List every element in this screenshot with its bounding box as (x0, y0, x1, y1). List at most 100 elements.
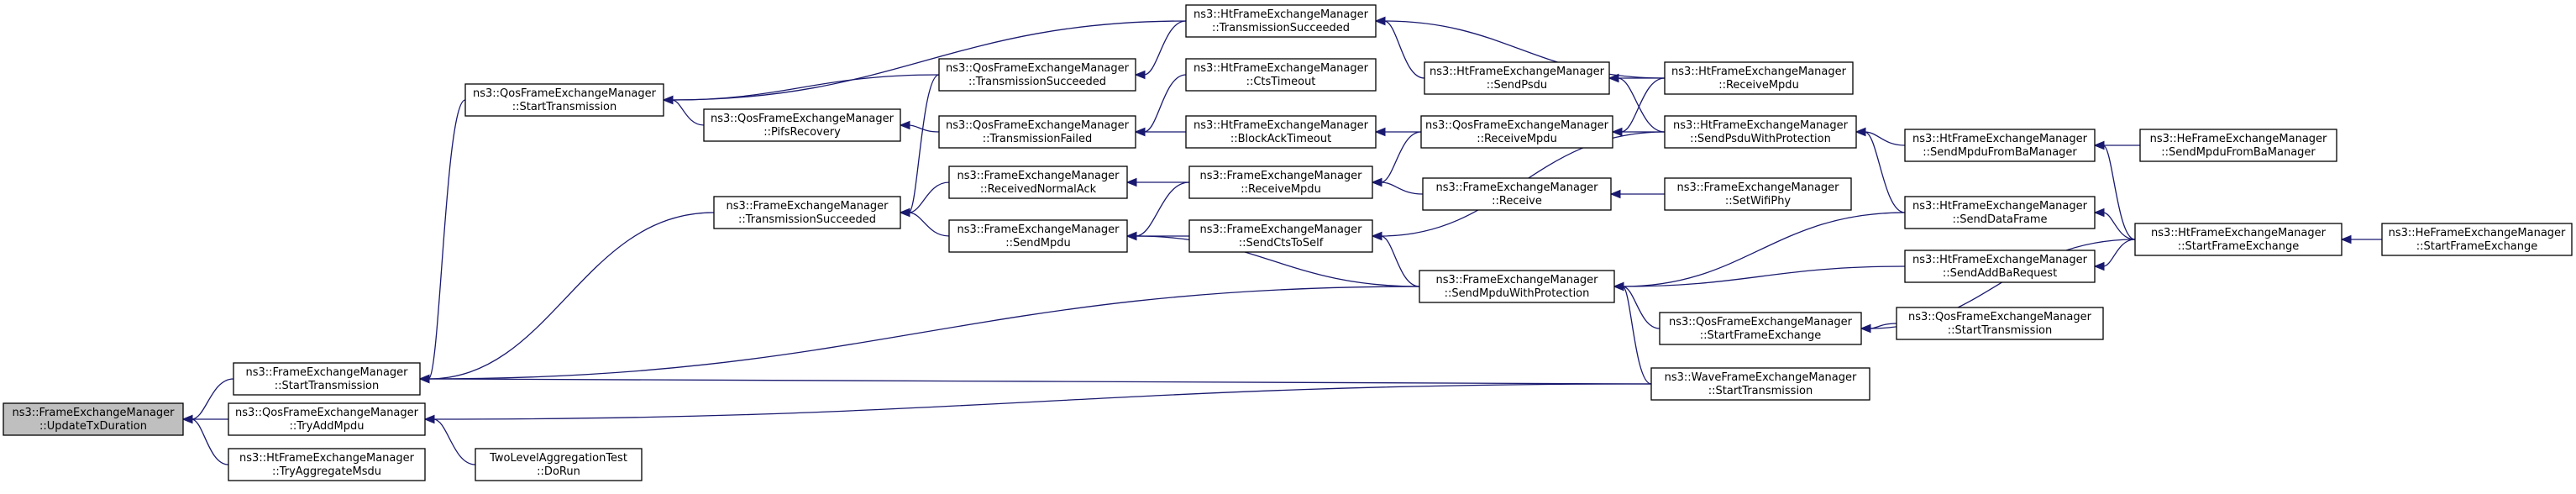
node-he-fromba[interactable]: ns3::HeFrameExchangeManager::SendMpduFro… (2139, 129, 2337, 162)
edge-ht-recvmpdu-to-qos-recvmpdu (1620, 77, 1666, 133)
node-box[interactable] (2381, 223, 2573, 256)
edge-ht-startfe-to-ht-fromba (2102, 145, 2136, 240)
edge-ht-cts-to-qos-txfail (1143, 74, 1187, 133)
node-method-label: ::PifsRecovery (763, 126, 841, 139)
node-he-startfe[interactable]: ns3::HeFrameExchangeManager::StartFrameE… (2381, 223, 2573, 256)
node-box[interactable] (1664, 177, 1852, 211)
node-qos-txsucc[interactable]: ns3::QosFrameExchangeManager::Transmissi… (938, 58, 1136, 92)
edge-wave-start-to-qos-tryadd (433, 383, 1652, 420)
arrowhead (1134, 70, 1146, 80)
node-box[interactable] (1188, 166, 1373, 199)
node-ht-fromba[interactable]: ns3::HtFrameExchangeManager::SendMpduFro… (1904, 129, 2096, 162)
node-fem-recvmpdu[interactable]: ns3::FrameExchangeManager::ReceiveMpdu (1188, 166, 1373, 199)
node-box[interactable] (1185, 115, 1377, 149)
node-box[interactable] (1896, 307, 2104, 340)
node-box[interactable] (1664, 61, 1854, 95)
node-qos-pifs[interactable]: ns3::QosFrameExchangeManager::PifsRecove… (703, 108, 901, 142)
node-fem-receive[interactable]: ns3::FrameExchangeManager::Receive (1422, 177, 1612, 211)
node-box[interactable] (1419, 270, 1615, 303)
node-box[interactable] (938, 58, 1136, 92)
node-method-label: ::DoRun (537, 465, 580, 478)
edge-ht-tryagg-to-root (191, 418, 229, 465)
node-box[interactable] (1904, 196, 2096, 229)
node-qos-txfail[interactable]: ns3::QosFrameExchangeManager::Transmissi… (938, 115, 1136, 149)
node-root[interactable]: ns3::FrameExchangeManager::UpdateTxDurat… (3, 402, 184, 436)
arrowhead (2340, 234, 2352, 244)
arrowhead (1125, 177, 1137, 187)
node-fem-sendprot[interactable]: ns3::FrameExchangeManager::SendMpduWithP… (1419, 270, 1615, 303)
node-method-label: ::SendMpduWithProtection (1445, 287, 1590, 300)
node-ht-tryagg[interactable]: ns3::HtFrameExchangeManager::TryAggregat… (228, 448, 426, 481)
node-box[interactable] (713, 196, 901, 229)
node-ht-psduprot[interactable]: ns3::HtFrameExchangeManager::SendPsduWit… (1664, 115, 1857, 149)
node-box[interactable] (1424, 61, 1610, 95)
node-box[interactable] (1904, 129, 2096, 162)
node-fem-txsucc[interactable]: ns3::FrameExchangeManager::TransmissionS… (713, 196, 901, 229)
node-box[interactable] (464, 83, 664, 117)
node-qos-startfe[interactable]: ns3::QosFrameExchangeManager::StartFrame… (1659, 312, 1862, 345)
node-qos-recvmpdu[interactable]: ns3::QosFrameExchangeManager::ReceiveMpd… (1420, 115, 1613, 149)
node-ht-addba[interactable]: ns3::HtFrameExchangeManager::SendAddBaRe… (1904, 250, 2096, 283)
node-ht-cts[interactable]: ns3::HtFrameExchangeManager::CtsTimeout (1185, 58, 1377, 92)
node-wave-start[interactable]: ns3::WaveFrameExchangeManager::StartTran… (1650, 367, 1870, 401)
node-box[interactable] (938, 115, 1136, 149)
node-box[interactable] (1659, 312, 1862, 345)
node-fem-wifiphy[interactable]: ns3::FrameExchangeManager::SetWifiPhy (1664, 177, 1852, 211)
node-box[interactable] (1422, 177, 1612, 211)
node-box[interactable] (1420, 115, 1613, 149)
node-box[interactable] (948, 219, 1128, 253)
node-box[interactable] (3, 402, 184, 436)
edge-ht-psduprot-to-ht-sendpsdu (1617, 77, 1666, 133)
node-qos-tryadd[interactable]: ns3::QosFrameExchangeManager::TryAddMpdu (228, 402, 426, 436)
edge-fem-start-to-root (191, 378, 234, 420)
node-ht-recvmpdu[interactable]: ns3::HtFrameExchangeManager::ReceiveMpdu (1664, 61, 1854, 95)
node-class-label: ns3::HeFrameExchangeManager (2389, 227, 2566, 239)
edge-fem-recvack-to-fem-txsucc (908, 181, 950, 213)
node-box[interactable] (1185, 4, 1377, 38)
node-box[interactable] (1904, 250, 2096, 283)
node-class-label: ns3::FrameExchangeManager (1676, 181, 1839, 194)
node-method-label: ::SendMpduFromBaManager (2161, 146, 2316, 159)
node-method-label: ::SendDataFrame (1952, 213, 2047, 226)
node-box[interactable] (2139, 129, 2337, 162)
node-box[interactable] (228, 448, 426, 481)
node-ht-sendpsdu[interactable]: ns3::HtFrameExchangeManager::SendPsdu (1424, 61, 1610, 95)
node-box[interactable] (233, 362, 421, 396)
node-ht-txsucc[interactable]: ns3::HtFrameExchangeManager::Transmissio… (1185, 4, 1377, 38)
edge-fem-receive-to-fem-recvmpdu (1380, 181, 1424, 195)
node-qos-start2[interactable]: ns3::QosFrameExchangeManager::StartTrans… (1896, 307, 2104, 340)
node-fem-ctsself[interactable]: ns3::FrameExchangeManager::SendCtsToSelf (1188, 219, 1373, 253)
node-box[interactable] (2134, 223, 2343, 256)
node-class-label: ns3::QosFrameExchangeManager (946, 62, 1130, 75)
node-box[interactable] (948, 166, 1128, 199)
node-class-label: ns3::FrameExchangeManager (245, 366, 408, 379)
node-ht-startfe[interactable]: ns3::HtFrameExchangeManager::StartFrameE… (2134, 223, 2343, 256)
node-class-label: ns3::QosFrameExchangeManager (711, 113, 895, 125)
arrowhead (1125, 231, 1137, 241)
node-qos-start[interactable]: ns3::QosFrameExchangeManager::StartTrans… (464, 83, 664, 117)
node-fem-recvack[interactable]: ns3::FrameExchangeManager::ReceivedNorma… (948, 166, 1128, 199)
edge-ht-txsucc-to-qos-start (671, 20, 1187, 101)
node-class-label: ns3::HtFrameExchangeManager (1673, 119, 1849, 132)
node-box[interactable] (228, 402, 426, 436)
node-method-label: ::BlockAckTimeout (1230, 133, 1331, 145)
node-box[interactable] (1188, 219, 1373, 253)
node-fem-sendmpdu[interactable]: ns3::FrameExchangeManager::SendMpdu (948, 219, 1128, 253)
node-box[interactable] (703, 108, 901, 142)
edge-ht-sendpsdu-to-ht-txsucc (1383, 20, 1425, 79)
edge-wave-start-to-fem-sendprot (1622, 286, 1652, 385)
node-class-label: ns3::HtFrameExchangeManager (1912, 254, 2088, 266)
node-box[interactable] (1650, 367, 1870, 401)
node-fem-start[interactable]: ns3::FrameExchangeManager::StartTransmis… (233, 362, 421, 396)
node-ht-datafr[interactable]: ns3::HtFrameExchangeManager::SendDataFra… (1904, 196, 2096, 229)
node-ht-blockack[interactable]: ns3::HtFrameExchangeManager::BlockAckTim… (1185, 115, 1377, 149)
node-method-label: ::StartTransmission (512, 101, 617, 113)
edge-ht-addba-to-fem-sendprot (1622, 265, 1906, 287)
node-class-label: ns3::HtFrameExchangeManager (2151, 227, 2327, 239)
node-box[interactable] (475, 448, 643, 481)
node-box[interactable] (1185, 58, 1377, 92)
node-box[interactable] (1664, 115, 1857, 149)
node-class-label: ns3::QosFrameExchangeManager (946, 119, 1130, 132)
node-method-label: ::StartTransmission (275, 380, 380, 392)
node-two-level[interactable]: TwoLevelAggregationTest::DoRun (475, 448, 643, 481)
